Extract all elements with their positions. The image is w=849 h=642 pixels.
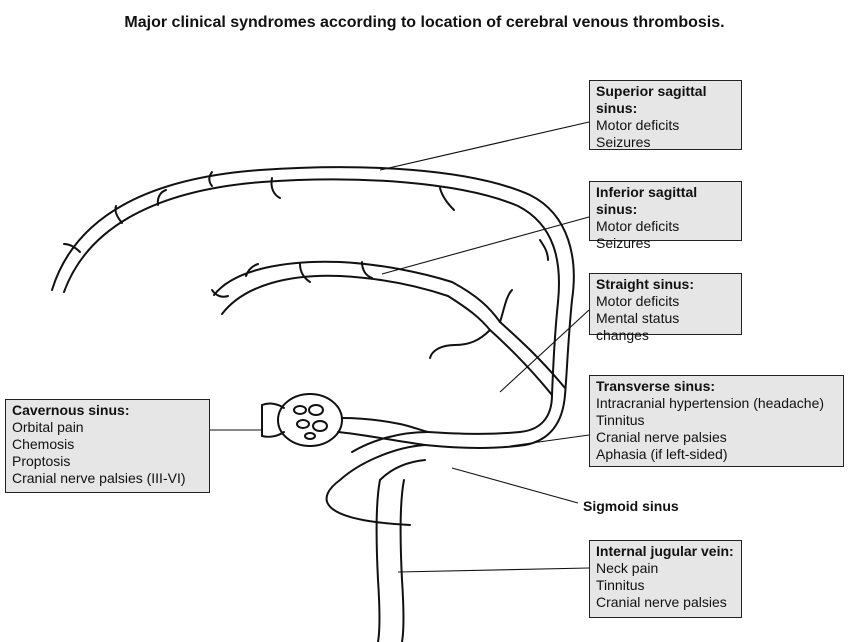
box-line: Proptosis [12, 453, 203, 470]
box-heading: Cavernous sinus: [12, 402, 203, 419]
superior-sagittal-sinus-box: Superior sagittal sinus: Motor deficits … [589, 80, 742, 150]
box-line: Cranial nerve palsies [596, 429, 837, 446]
box-line: Intracranial hypertension (headache) [596, 395, 837, 412]
superior-sagittal-sinus [52, 167, 574, 395]
box-line: Motor deficits [596, 117, 735, 134]
box-line: Mental status changes [596, 310, 735, 344]
box-line: Chemosis [12, 436, 203, 453]
box-line: Aphasia (if left-sided) [596, 446, 837, 463]
sigmoid-sinus-label: Sigmoid sinus [583, 498, 679, 514]
box-line: Cranial nerve palsies [596, 594, 735, 611]
box-line: Orbital pain [12, 419, 203, 436]
inferior-sagittal-sinus-box: Inferior sagittal sinus: Motor deficits … [589, 181, 742, 241]
box-line: Tinnitus [596, 577, 735, 594]
sigmoid-sinus [327, 445, 425, 525]
internal-jugular-vein-box: Internal jugular vein: Neck pain Tinnitu… [589, 540, 742, 618]
box-heading: Straight sinus: [596, 276, 735, 293]
box-line: Motor deficits [596, 293, 735, 310]
box-line: Tinnitus [596, 412, 837, 429]
cavernous-sinus-box: Cavernous sinus: Orbital pain Chemosis P… [5, 399, 210, 493]
straight-sinus-box: Straight sinus: Motor deficits Mental st… [589, 273, 742, 335]
box-line: Seizures [596, 235, 735, 252]
box-heading: Transverse sinus: [596, 378, 837, 395]
box-line: Neck pain [596, 560, 735, 577]
box-heading: Internal jugular vein: [596, 543, 735, 560]
box-line: Cranial nerve palsies (III-VI) [12, 470, 203, 487]
internal-jugular-vein [377, 480, 380, 642]
box-heading: Superior sagittal sinus: [596, 83, 735, 117]
box-line: Motor deficits [596, 218, 735, 235]
box-line: Seizures [596, 134, 735, 151]
transverse-sinus-box: Transverse sinus: Intracranial hypertens… [589, 375, 844, 467]
box-heading: Inferior sagittal sinus: [596, 184, 735, 218]
inferior-sagittal-sinus [214, 262, 452, 295]
